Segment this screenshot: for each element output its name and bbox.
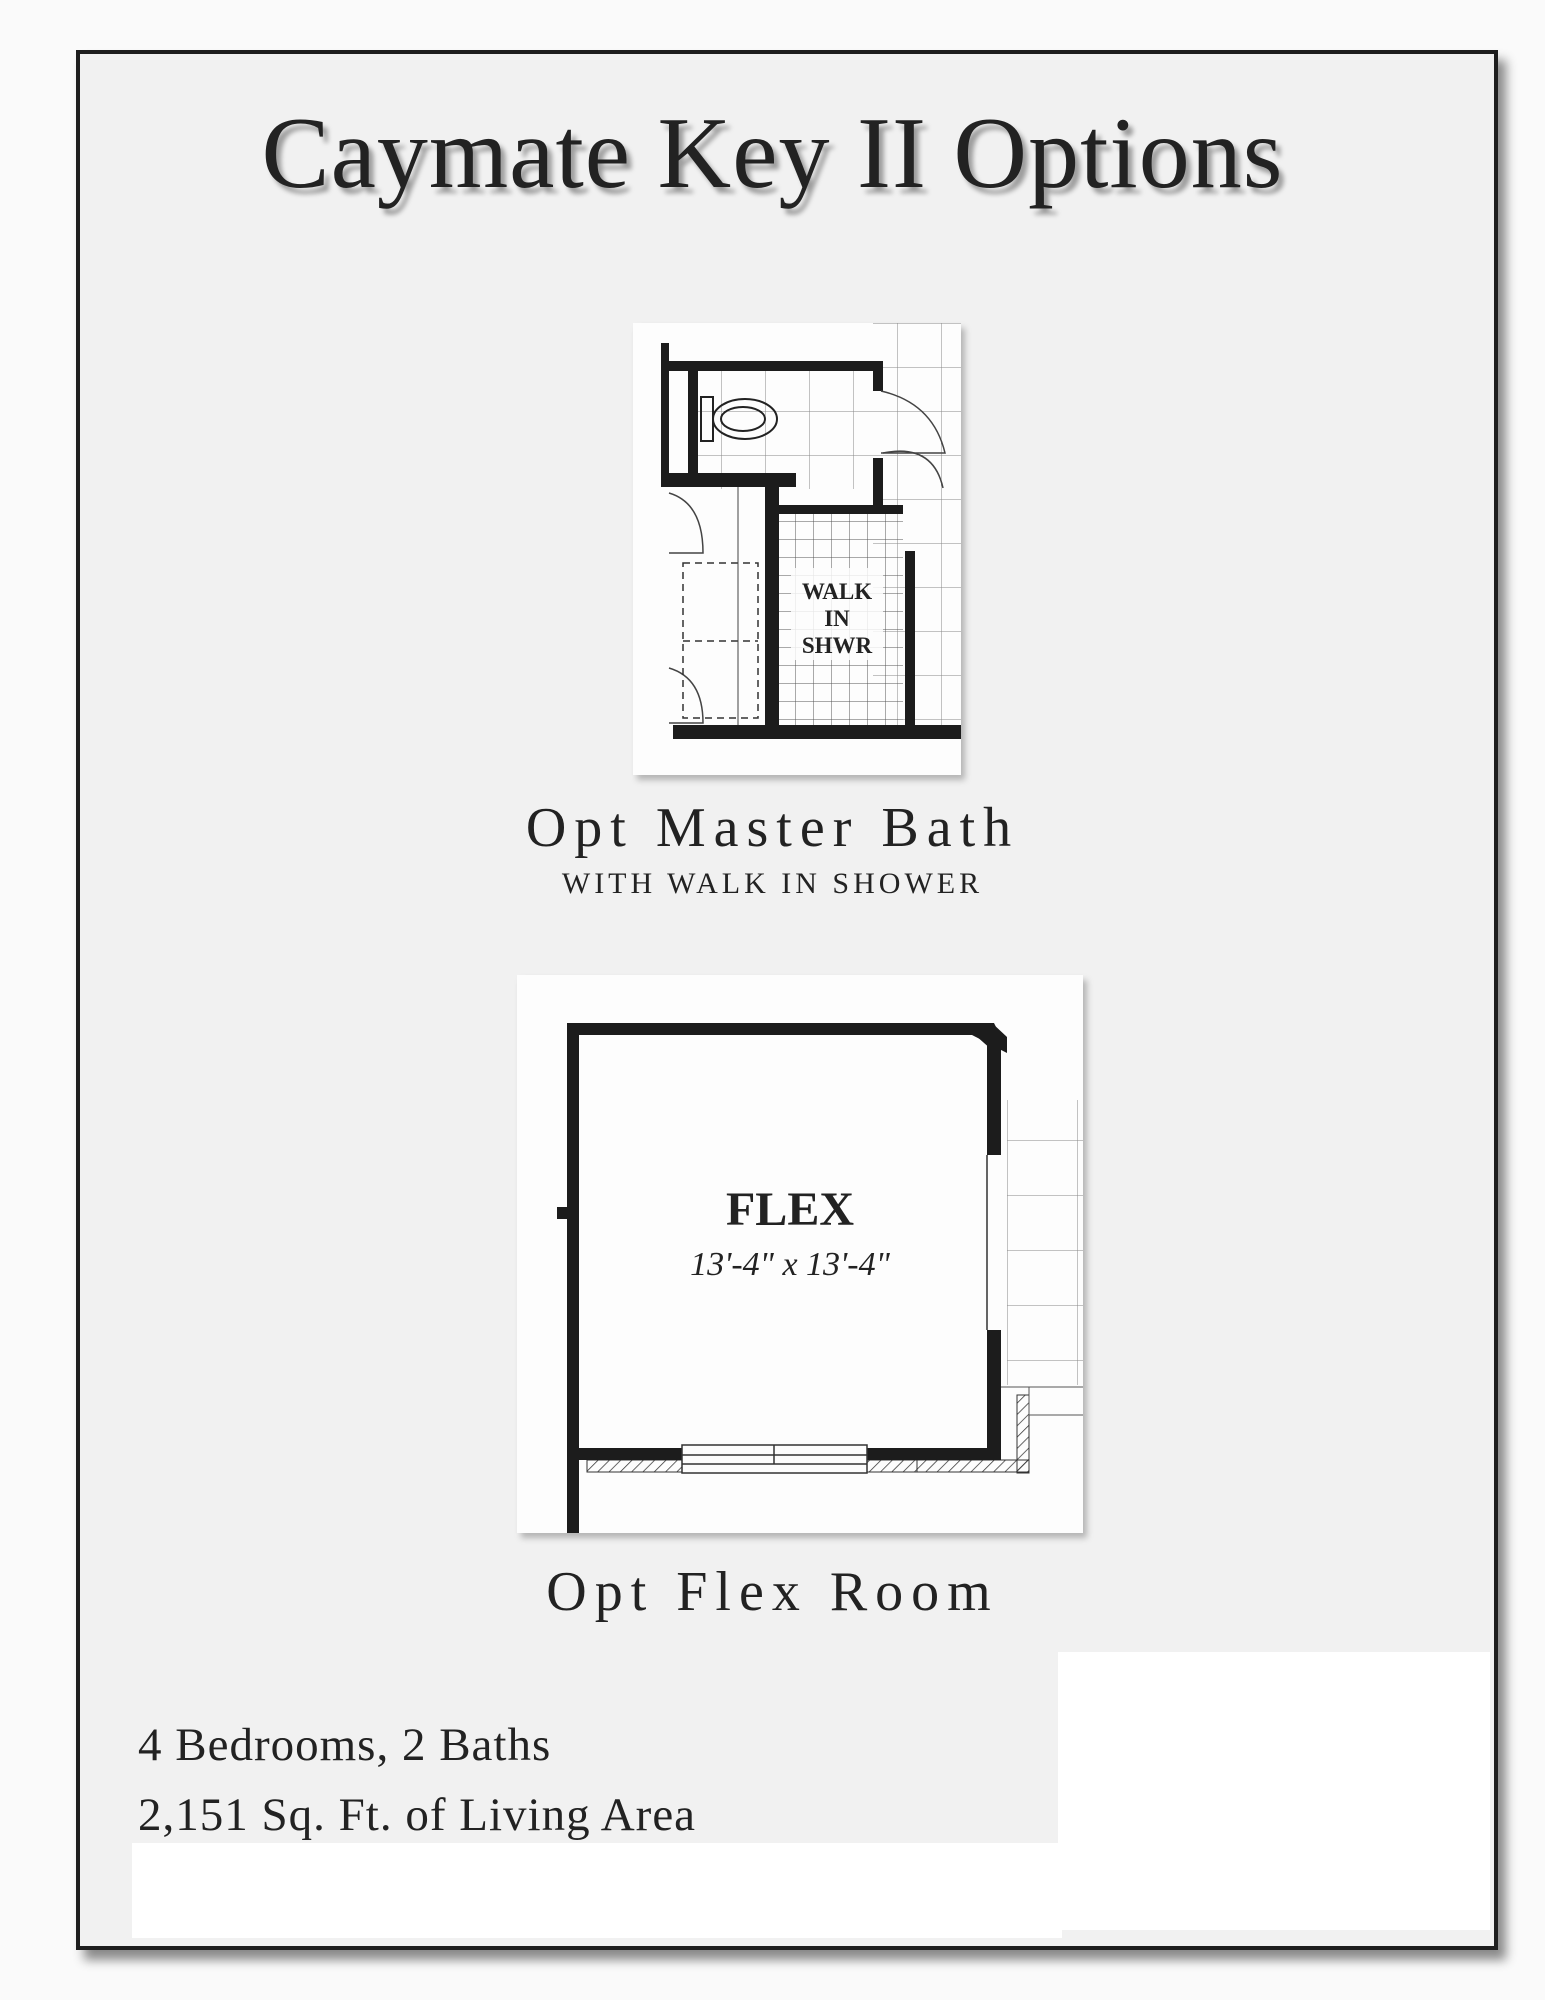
- master-bath-floor-plan: WALK IN SHWR: [633, 323, 961, 775]
- shower-label-line2: IN: [824, 606, 850, 631]
- steps: [1001, 1386, 1083, 1416]
- shower-label-line1: WALK: [802, 579, 872, 604]
- vanity: [682, 562, 759, 719]
- blank-patch-right: [1058, 1652, 1490, 1930]
- living-area: 2,151 Sq. Ft. of Living Area: [138, 1789, 697, 1841]
- flex-room-caption: Opt Flex Room: [546, 1561, 999, 1623]
- master-bath-subcaption: WITH WALK IN SHOWER: [561, 867, 984, 900]
- toilet: [700, 396, 778, 442]
- bed-bath-count: 4 Bedrooms, 2 Baths: [138, 1719, 552, 1771]
- flex-room-floor-plan: FLEX 13'-4" x 13'-4": [517, 975, 1083, 1533]
- master-bath-caption: Opt Master Bath: [525, 797, 1020, 859]
- window: [681, 1444, 868, 1474]
- side-tile: [1007, 1100, 1083, 1385]
- flex-room-drawing: FLEX 13'-4" x 13'-4": [557, 1023, 1083, 1533]
- bath-walls: [661, 343, 961, 739]
- page-title: Caymate Key II Options: [261, 97, 1284, 210]
- shower-label-line3: SHWR: [802, 633, 873, 658]
- flex-room-dimensions: 13'-4" x 13'-4": [690, 1246, 891, 1283]
- flex-room-label: FLEX: [726, 1183, 854, 1236]
- blank-patch-bottom: [132, 1843, 1062, 1938]
- toilet-room-tile: [693, 371, 878, 489]
- doors: [668, 390, 946, 724]
- master-bath-drawing: WALK IN SHWR: [661, 323, 961, 739]
